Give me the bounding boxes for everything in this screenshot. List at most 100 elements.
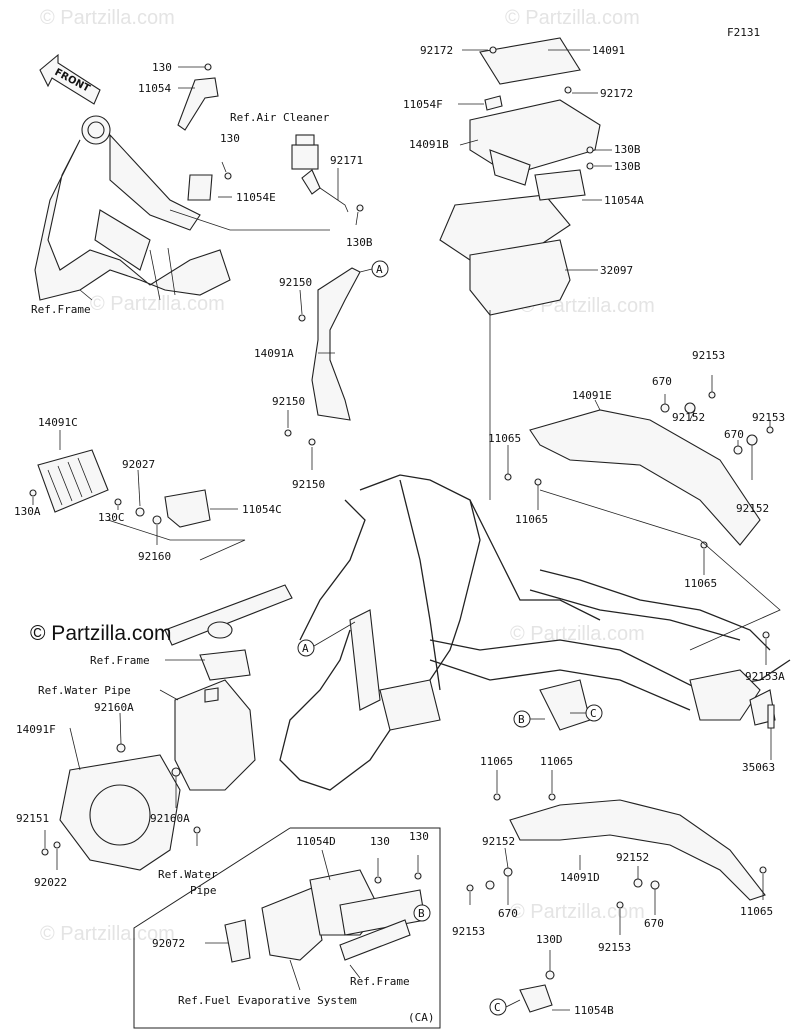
cover-14091F [41,679,256,871]
watermark: © Partzilla.com [510,901,645,923]
callout-11054A: 11054A [604,194,644,207]
cover-14091C [29,430,246,561]
bolt-130-top [204,63,212,71]
bolt-92153A [762,631,770,639]
callout-14091F: 14091F [16,723,56,736]
callout-130C: 130C [98,511,125,524]
callout-130D: 130D [536,933,563,946]
battery-box [439,37,601,316]
callout-130B: 130B [614,143,641,156]
callout-670: 670 [644,917,664,930]
callout-92171: 92171 [330,154,363,167]
callout-ca: (CA) [408,1011,435,1024]
callout-11065: 11065 [540,755,573,768]
callout-670: 670 [724,428,744,441]
callout-130B: 130B [614,160,641,173]
main-frame [279,474,791,791]
callout-92153: 92153 [692,349,725,362]
callout-ref-frame: Ref.Frame [350,975,410,988]
frame-head-drawing [34,115,231,301]
bracket-14091A: A [284,260,389,470]
callout-32097: 32097 [600,264,633,277]
callout-11065: 11065 [684,577,717,590]
leader [313,621,356,647]
callout-14091B: 14091B [409,138,449,151]
callout-92153: 92153 [452,925,485,938]
callout-11054E: 11054E [236,191,276,204]
marker-C-label: C [494,1001,501,1014]
callout-11065: 11065 [515,513,548,526]
callout-14091: 14091 [592,44,625,57]
callout-ref-water: Ref.Water [158,868,218,881]
callout-11065: 11065 [740,905,773,918]
callout-92153: 92153 [598,941,631,954]
callout-92160: 92160 [138,550,171,563]
callout-11054D: 11054D [296,835,336,848]
callout-ref-frame: Ref.Frame [31,303,91,316]
callout-130A: 130A [14,505,41,518]
front-tube [164,584,293,681]
callout-14091C: 14091C [38,416,78,429]
watermark: © Partzilla.com [505,7,640,29]
bolt-130-mid [224,172,232,180]
fender-14091E [504,375,781,651]
copyright-notice: © Partzilla.com [30,622,172,645]
callout-11065: 11065 [480,755,513,768]
callout-11065: 11065 [488,432,521,445]
callout-92152: 92152 [616,851,649,864]
callout-ref-frame: Ref.Frame [90,654,150,667]
callout-pipe: Pipe [190,884,217,897]
callout-92151: 92151 [16,812,49,825]
stud-35063 [767,704,775,729]
marker-A [297,639,315,657]
callout-11054B: 11054B [574,1004,614,1017]
bracket-11054B: C [489,950,570,1016]
callout-ref-water-pipe: Ref.Water Pipe [38,684,131,697]
callout-14091E: 14091E [572,389,612,402]
callout-11054: 11054 [138,82,171,95]
callout-130: 130 [152,61,172,74]
front-arrow-icon: FRONT [39,53,101,105]
ca-inset-box: B [133,827,441,1029]
callout-92150: 92150 [292,478,325,491]
bracket-11054 [177,77,219,131]
bracket-11054E [187,174,213,201]
leaders-battery [458,49,612,500]
callout-92153A: 92153A [745,670,785,683]
callout-130: 130 [409,830,429,843]
callout-92160A: 92160A [94,701,134,714]
marker-C-label: C [590,707,597,720]
callout-92072: 92072 [152,937,185,950]
callout-92152: 92152 [482,835,515,848]
callout-670: 670 [652,375,672,388]
callout-14091D: 14091D [560,871,600,884]
callout-92022: 92022 [34,876,67,889]
callout-ref-air-cleaner: Ref.Air Cleaner [230,111,330,124]
fender-14091D [466,770,767,935]
callout-labels: 130 11054 Ref.Air Cleaner 130 92171 1105… [14,44,785,1024]
callout-ref-fuel-evaporative-system: Ref.Fuel Evaporative System [178,994,357,1007]
callout-92150: 92150 [272,395,305,408]
watermark: © Partzilla.com [40,7,175,29]
marker-B-label: B [418,907,425,920]
marker-B [413,904,431,922]
callout-11054C: 11054C [242,503,282,516]
callout-92150: 92150 [279,276,312,289]
callout-92172: 92172 [600,87,633,100]
marker-B-label: B [518,713,525,726]
marker-A-label: A [302,642,309,655]
callout-92160A: 92160A [150,812,190,825]
callout-130B: 130B [346,236,373,249]
callout-14091A: 14091A [254,347,294,360]
callout-670: 670 [498,907,518,920]
callout-92152: 92152 [736,502,769,515]
callout-130: 130 [220,132,240,145]
watermark: © Partzilla.com [510,623,645,645]
callout-35063: 35063 [742,761,775,774]
callout-92172: 92172 [420,44,453,57]
bolt-130B-left [356,204,364,212]
callout-92153: 92153 [752,411,785,424]
figure-code: F2131 [727,26,760,39]
callout-130: 130 [370,835,390,848]
